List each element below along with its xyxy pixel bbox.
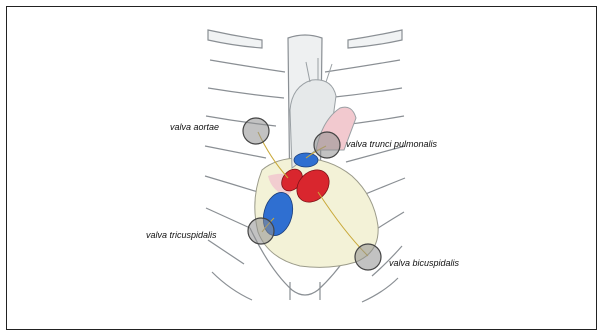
aortic-auscultation-circle [243, 118, 269, 144]
label-valva-tricuspidalis: valva tricuspidalis [146, 230, 217, 240]
mitral-auscultation-circle [355, 244, 381, 270]
label-valva-bicuspidalis: valva bicuspidalis [389, 258, 459, 268]
pulmonary-auscultation-circle [314, 132, 340, 158]
pulmonary-valve-blue [294, 153, 318, 167]
label-valva-trunci-pulmonalis: valva trunci pulmonalis [346, 139, 437, 149]
tricuspid-auscultation-circle [248, 218, 274, 244]
label-valva-aortae: valva aortae [170, 122, 219, 132]
